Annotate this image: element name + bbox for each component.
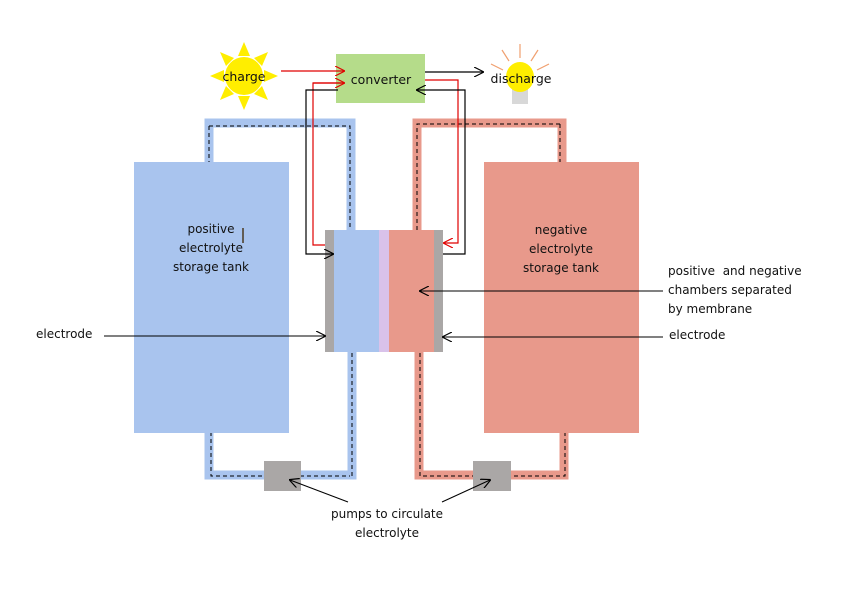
right-electrode-to-converter-wire — [417, 90, 466, 255]
negative-tank-label-line: electrolyte — [529, 242, 593, 256]
positive-chamber — [334, 230, 379, 352]
left-electrode-label: electrode — [36, 327, 92, 341]
converter-box — [336, 54, 425, 103]
light-bulb-icon — [490, 44, 550, 104]
negative-pump-arrow — [441, 480, 490, 503]
membrane-callout-label: positive and negative chambers separated… — [668, 264, 802, 316]
pumps-callout-label: pumps to circulate electrolyte — [331, 507, 443, 540]
positive-pump-arrow — [290, 480, 349, 503]
negative-pump — [473, 461, 511, 491]
negative-tank-label-line: negative — [535, 223, 587, 237]
right-electrode-label: electrode — [669, 328, 725, 342]
positive-bottom-flow — [210, 432, 350, 477]
discharge-label: discharge — [491, 71, 552, 86]
discharge-wiring — [305, 72, 483, 255]
positive-tank-label-line: positive — [187, 222, 234, 236]
positive-tank-label: positive electrolyte storage tank — [173, 222, 249, 274]
negative-bottom-flow — [420, 432, 566, 477]
pumps-callout-line: electrolyte — [355, 526, 419, 540]
converter-to-right-electrode-wire — [425, 79, 459, 243]
positive-pump — [264, 461, 301, 491]
negative-storage-tank — [484, 162, 639, 433]
membrane-callout-line: by membrane — [668, 302, 752, 316]
sun-icon — [210, 42, 278, 110]
converter-to-left-electrode-wire — [312, 82, 344, 246]
positive-top-flow — [209, 125, 351, 230]
negative-tank-label: negative electrolyte storage tank — [523, 223, 599, 275]
converter-to-left-wire — [305, 89, 338, 254]
left-electrode — [325, 230, 334, 352]
negative-tank-label-line: storage tank — [523, 261, 599, 275]
electrochemical-cell — [325, 230, 443, 352]
negative-top-pipe — [412, 118, 567, 230]
negative-top-flow — [416, 123, 560, 230]
membrane-callout-line: positive and negative — [668, 264, 802, 278]
positive-storage-tank — [134, 162, 289, 433]
callout-arrows — [104, 291, 663, 503]
membrane-callout-line: chambers separated — [668, 283, 792, 297]
positive-tank-label-line: storage tank — [173, 260, 249, 274]
charge-label: charge — [223, 69, 266, 84]
membrane — [379, 230, 389, 352]
converter-label: converter — [351, 72, 412, 87]
positive-tank-label-line: electrolyte — [179, 241, 243, 255]
pumps-callout-line: pumps to circulate — [331, 507, 443, 521]
charge-wiring — [281, 71, 459, 246]
